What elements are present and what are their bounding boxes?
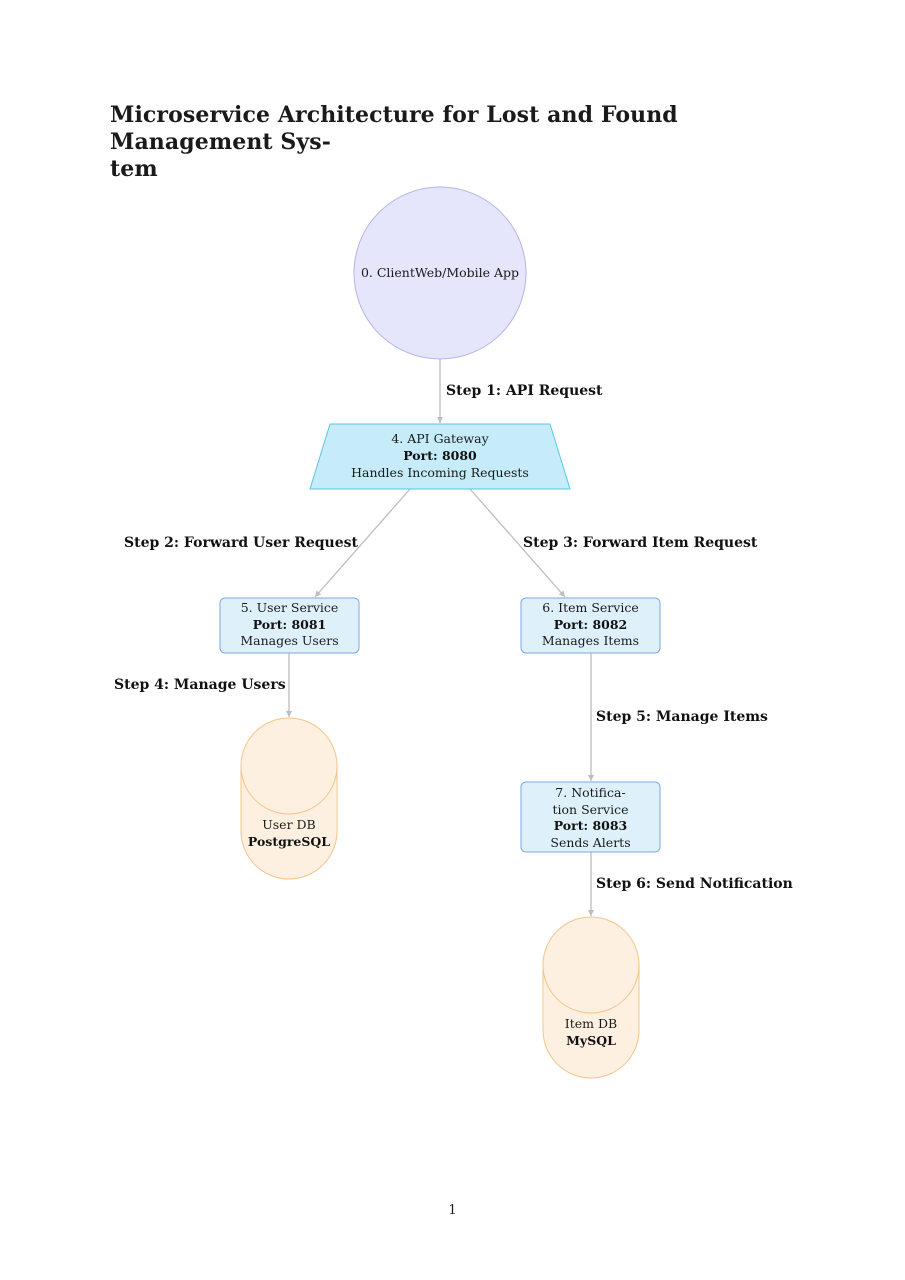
edges [286, 359, 594, 916]
notification-service-port: Port: 8083 [554, 818, 628, 833]
client-node: 0. ClientWeb/Mobile App [353, 186, 527, 360]
item-service-node: 6. Item Service Port: 8082 Manages Items [520, 597, 661, 654]
gateway-label: 4. API Gateway [391, 431, 489, 446]
step-4-label: Step 4: Manage Users [114, 677, 286, 693]
step-3-label: Step 3: Forward Item Request [523, 535, 758, 551]
item-service-desc: Manages Items [542, 633, 639, 648]
step-5-label: Step 5: Manage Items [596, 709, 768, 725]
item-db-node: Item DB MySQL [542, 916, 640, 1079]
item-db-engine: MySQL [566, 1033, 616, 1048]
item-service-port: Port: 8082 [554, 617, 628, 632]
step-6-label: Step 6: Send Notification [596, 876, 793, 892]
item-db-label: Item DB [565, 1016, 617, 1031]
notification-service-box [520, 781, 661, 853]
gateway-desc: Handles Incoming Requests [351, 465, 529, 480]
item-service-box [520, 597, 661, 654]
user-service-node: 5. User Service Port: 8081 Manages Users [219, 597, 360, 654]
item-db-top [542, 916, 640, 1014]
page-title-line-2: tem [110, 156, 158, 182]
notification-service-node: 7. Notifica- tion Service Port: 8083 Sen… [520, 781, 661, 853]
user-db-top [240, 717, 338, 815]
step-labels: Step 1: API Request Step 2: Forward User… [114, 383, 793, 892]
page-title: Microservice Architecture for Lost and F… [110, 102, 810, 183]
client-label: 0. ClientWeb/Mobile App [361, 265, 519, 280]
user-service-desc: Manages Users [240, 633, 338, 648]
user-db-node: User DB PostgreSQL [240, 717, 338, 880]
gateway-node: 4. API Gateway Port: 8080 Handles Incomi… [309, 423, 571, 490]
item-service-label: 6. Item Service [542, 600, 638, 615]
gateway-port: Port: 8080 [403, 448, 477, 463]
page-number: 1 [448, 1203, 457, 1218]
gateway-trapezoid [309, 423, 571, 490]
step-2-label: Step 2: Forward User Request [124, 535, 359, 551]
step-1-label: Step 1: API Request [446, 383, 603, 399]
user-db-engine: PostgreSQL [248, 834, 330, 849]
user-service-port: Port: 8081 [253, 617, 327, 632]
user-service-label: 5. User Service [241, 600, 339, 615]
edge-gateway-to-user-service [314, 488, 411, 598]
edge-gateway-to-item-service [469, 488, 566, 598]
notification-service-desc: Sends Alerts [550, 835, 630, 850]
user-service-box [219, 597, 360, 654]
user-db-label: User DB [262, 817, 316, 832]
notification-service-label-line-2: tion Service [553, 802, 629, 817]
client-circle [353, 186, 527, 360]
notification-service-label-line-1: 7. Notifica- [555, 785, 625, 800]
page-title-line-1: Microservice Architecture for Lost and F… [110, 102, 678, 155]
